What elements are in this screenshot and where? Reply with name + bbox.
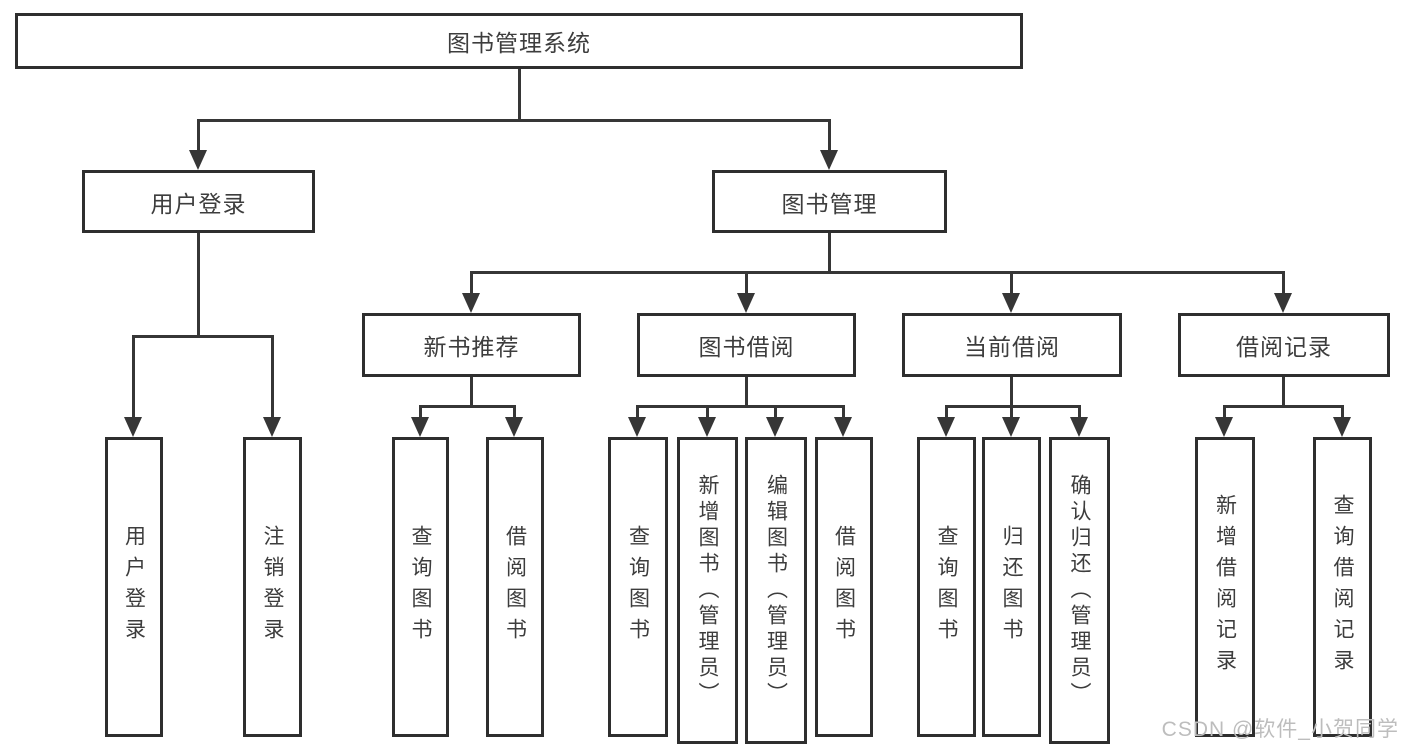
connector-line [518, 69, 521, 121]
leaf-query-books-1-label: 查询图书 [409, 525, 432, 649]
leaf-add-borrow-record: 新增借阅记录 [1195, 437, 1255, 737]
connector-line [1010, 407, 1013, 421]
connector-line [1010, 377, 1013, 407]
leaf-borrow-books-1-label: 借阅图书 [503, 525, 527, 649]
connector-line [1282, 377, 1285, 407]
node-new-book-recommend-label: 新书推荐 [423, 334, 520, 360]
connector-line [470, 271, 1285, 274]
connector-line [745, 273, 748, 297]
leaf-query-borrow-record-label: 查询借阅记录 [1331, 494, 1354, 680]
node-user-login-label: 用户登录 [150, 190, 247, 217]
arrow-down-icon [628, 417, 646, 437]
node-current-borrowing-label: 当前借阅 [964, 334, 1060, 360]
leaf-edit-books-admin: 编辑图书（管理员） [745, 437, 807, 744]
arrow-down-icon [937, 417, 955, 437]
arrow-down-icon [834, 417, 852, 437]
arrow-down-icon [124, 417, 142, 437]
connector-line [470, 377, 473, 407]
leaf-borrow-books-1: 借阅图书 [486, 437, 544, 737]
connector-line [1223, 407, 1226, 421]
connector-line [745, 377, 748, 407]
connector-line [842, 407, 845, 421]
connector-line [1010, 273, 1013, 297]
connector-line [271, 337, 274, 419]
leaf-confirm-return-admin: 确认归还（管理员） [1049, 437, 1110, 744]
arrow-down-icon [1070, 417, 1088, 437]
arrow-down-icon [766, 417, 784, 437]
leaf-query-books-1: 查询图书 [392, 437, 449, 737]
connector-line [706, 407, 709, 421]
arrow-down-icon [411, 417, 429, 437]
csdn-watermark: CSDN @软件_小贺同学 [1161, 718, 1399, 741]
arrow-down-icon [1333, 417, 1351, 437]
connector-line [470, 273, 473, 297]
connector-line [945, 407, 948, 421]
arrow-down-icon [462, 293, 480, 313]
leaf-add-books-admin-label: 新增图书（管理员） [696, 473, 719, 708]
connector-line [1223, 405, 1344, 408]
leaf-add-books-admin: 新增图书（管理员） [677, 437, 738, 744]
connector-line [945, 405, 1081, 408]
connector-line [828, 233, 831, 273]
connector-line [197, 119, 831, 122]
connector-line [419, 407, 422, 421]
node-new-book-recommend: 新书推荐 [362, 313, 581, 377]
arrow-down-icon [737, 293, 755, 313]
connector-line [132, 337, 135, 419]
connector-line [1282, 273, 1285, 297]
arrow-down-icon [698, 417, 716, 437]
leaf-logout: 注销登录 [243, 437, 302, 737]
connector-line [419, 405, 516, 408]
connector-line [132, 335, 274, 338]
connector-line [1341, 407, 1344, 421]
node-borrowing-records: 借阅记录 [1178, 313, 1390, 377]
leaf-query-books-3-label: 查询图书 [935, 525, 958, 649]
connector-line [197, 121, 200, 154]
connector-line [636, 405, 845, 408]
node-book-borrowing: 图书借阅 [637, 313, 856, 377]
leaf-query-books-3: 查询图书 [917, 437, 976, 737]
arrow-down-icon [820, 150, 838, 170]
leaf-return-books-label: 归还图书 [1000, 525, 1023, 649]
node-book-management-label: 图书管理 [781, 190, 878, 217]
arrow-down-icon [1002, 293, 1020, 313]
arrow-down-icon [263, 417, 281, 437]
connector-line [636, 407, 639, 421]
node-book-borrowing-label: 图书借阅 [698, 334, 795, 360]
node-root: 图书管理系统 [15, 13, 1023, 69]
node-user-login: 用户登录 [82, 170, 315, 233]
leaf-user-login-label: 用户登录 [122, 525, 146, 649]
leaf-query-borrow-record: 查询借阅记录 [1313, 437, 1372, 737]
connector-line [774, 407, 777, 421]
connector-line [513, 407, 516, 421]
node-root-label: 图书管理系统 [447, 30, 591, 56]
leaf-confirm-return-admin-label: 确认归还（管理员） [1068, 473, 1091, 708]
leaf-edit-books-admin-label: 编辑图书（管理员） [764, 473, 788, 708]
leaf-query-books-2: 查询图书 [608, 437, 668, 737]
arrow-down-icon [1002, 417, 1020, 437]
connector-line [828, 121, 831, 154]
node-current-borrowing: 当前借阅 [902, 313, 1122, 377]
node-book-management: 图书管理 [712, 170, 947, 233]
leaf-borrow-books-2: 借阅图书 [815, 437, 873, 737]
arrow-down-icon [1274, 293, 1292, 313]
leaf-borrow-books-2-label: 借阅图书 [832, 525, 856, 649]
leaf-query-books-2-label: 查询图书 [626, 525, 650, 649]
leaf-return-books: 归还图书 [982, 437, 1041, 737]
leaf-logout-label: 注销登录 [261, 525, 284, 649]
arrow-down-icon [505, 417, 523, 437]
connector-line [1078, 407, 1081, 421]
connector-line [197, 233, 200, 337]
node-borrowing-records-label: 借阅记录 [1236, 334, 1332, 360]
arrow-down-icon [1215, 417, 1233, 437]
arrow-down-icon [189, 150, 207, 170]
leaf-add-borrow-record-label: 新增借阅记录 [1213, 494, 1237, 680]
leaf-user-login: 用户登录 [105, 437, 163, 737]
